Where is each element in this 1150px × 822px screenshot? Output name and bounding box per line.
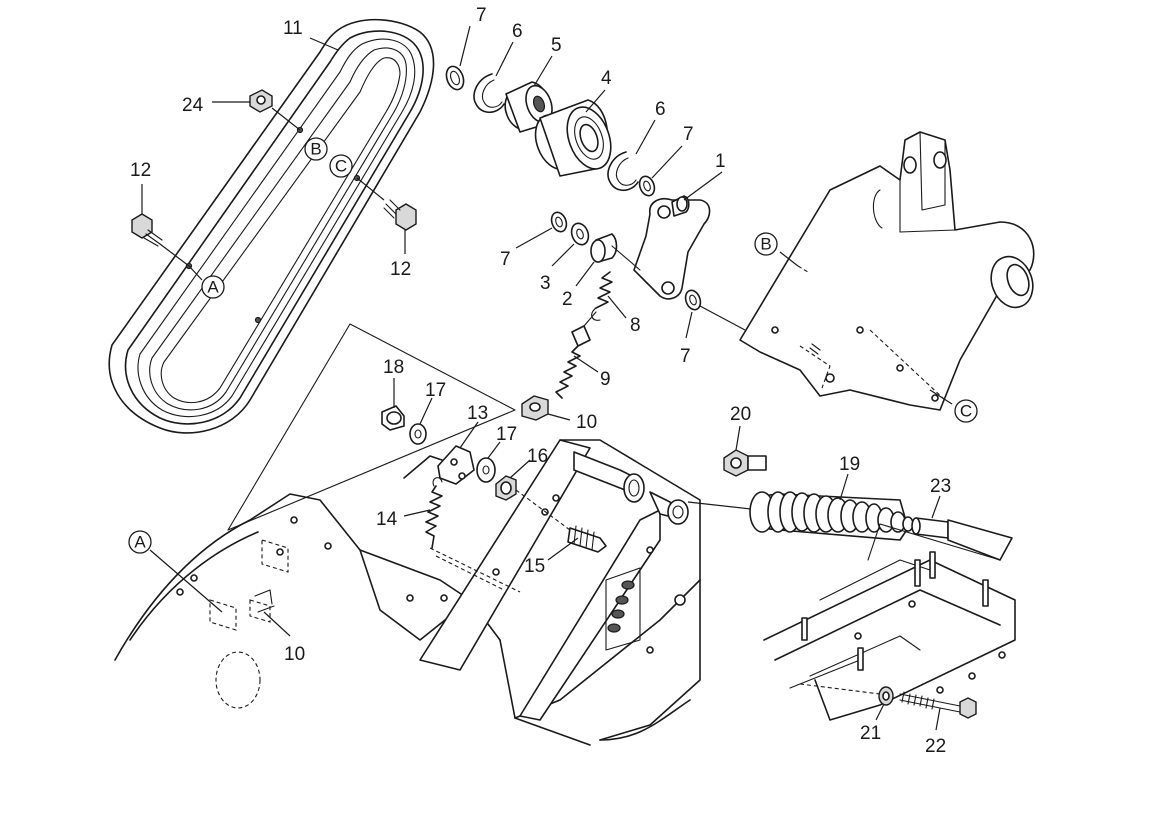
bolt-12-right [383,199,417,231]
callout-2: 2 [562,289,573,310]
callout-18: 18 [383,357,404,378]
callout-6-top: 6 [512,21,523,42]
bolt-24 [249,89,273,113]
leader-lines [141,25,953,731]
svg-text:B: B [310,140,321,159]
reference-c-belt: C [329,154,353,178]
callout-12-left: 12 [130,160,151,181]
svg-text:C: C [960,402,972,421]
callout-6-right: 6 [655,99,666,120]
callout-8: 8 [630,315,641,336]
callout-7-lower: 7 [680,346,691,367]
reference-markers: A A B B C C [128,137,978,554]
callout-16: 16 [527,446,548,467]
svg-text:C: C [335,157,347,176]
pivot-shaft [573,451,761,525]
pulley-assembly [445,65,656,197]
main-frame [114,323,701,746]
callout-10-top: 10 [576,412,597,433]
callout-15: 15 [524,556,545,577]
callout-17-top: 17 [425,380,446,401]
callout-4: 4 [601,68,612,89]
callout-19: 19 [839,454,860,475]
svg-text:A: A [207,278,219,297]
drive-belt [108,18,435,434]
callout-labels: 1 2 3 4 5 6 6 7 7 7 7 8 9 10 10 11 12 12… [130,5,951,757]
svg-text:A: A [134,533,146,552]
callout-7-left: 7 [500,249,511,270]
callout-9: 9 [600,369,611,390]
callout-1: 1 [715,151,726,172]
callout-24: 24 [182,95,204,116]
callout-14: 14 [376,509,398,530]
reference-a-lower: A [128,530,152,554]
callout-20: 20 [730,404,751,425]
callout-5: 5 [551,35,562,56]
callout-21: 21 [860,723,881,744]
idler-arm-assembly [521,195,746,421]
linkage-parts [381,405,607,553]
callout-10-lower: 10 [284,644,305,665]
callout-7-right: 7 [683,124,694,145]
svg-text:B: B [760,235,771,254]
bolt-12-left [131,213,163,247]
callout-13: 13 [467,403,488,424]
mounting-bracket [739,131,1035,411]
callout-3: 3 [540,273,551,294]
callout-7-top: 7 [476,5,487,26]
reference-b-belt: B [304,137,328,161]
lower-right-frame [763,523,1016,721]
reference-c-bracket: C [954,399,978,423]
callout-11: 11 [283,18,303,39]
callout-23: 23 [930,476,951,497]
reference-a-top: A [201,275,225,299]
callout-17-right: 17 [496,424,517,445]
callout-12-right: 12 [390,259,411,280]
reference-b-bracket: B [754,232,778,256]
tension-spring-assembly [723,449,1013,561]
callout-22: 22 [925,736,946,757]
